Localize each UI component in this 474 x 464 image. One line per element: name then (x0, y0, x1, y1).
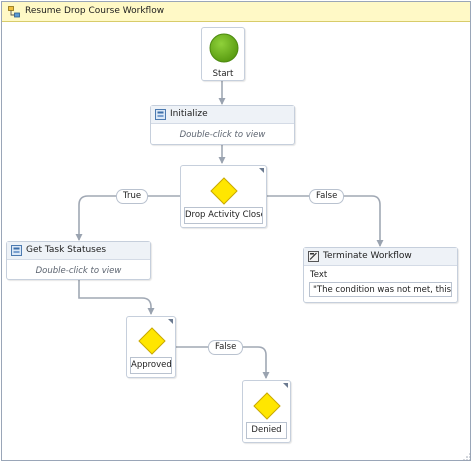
terminate-title: Terminate Workflow (323, 251, 412, 261)
start-circle-icon (209, 33, 239, 63)
expand-corner-icon (168, 319, 173, 324)
terminate-workflow-activity[interactable]: Terminate Workflow Text "The condition w… (303, 247, 458, 303)
decision-diamond-icon (253, 392, 281, 420)
workflow-title-bar[interactable]: Resume Drop Course Workflow (2, 2, 470, 22)
initialize-title: Initialize (170, 109, 208, 119)
initialize-header: Initialize (151, 106, 294, 124)
true-branch-label: True (116, 189, 149, 204)
decision-drop-label: Drop Activity Closed (184, 207, 263, 224)
start-node[interactable]: Start (201, 27, 245, 81)
activity-icon (11, 245, 22, 256)
start-label: Start (212, 69, 234, 79)
connector-gettask-approved (78, 280, 155, 315)
decision-diamond-icon (138, 327, 166, 355)
false-branch-label: False (309, 189, 345, 204)
connector-approved-false (176, 346, 270, 379)
decision-denied[interactable]: Denied (242, 380, 291, 443)
expand-corner-icon (283, 383, 288, 388)
approved-false-label: False (208, 340, 244, 355)
terminate-header: Terminate Workflow (304, 248, 457, 266)
resize-grip-icon[interactable] (463, 453, 471, 461)
decision-approved[interactable]: Approved (126, 316, 176, 378)
initialize-hint: Double-click to view (179, 130, 266, 140)
get-task-statuses-activity[interactable]: Get Task Statuses Double-click to view (6, 241, 151, 280)
decision-denied-label: Denied (246, 422, 287, 439)
workflow-icon (8, 6, 20, 18)
get-task-header: Get Task Statuses (7, 242, 150, 260)
workflow-title: Resume Drop Course Workflow (25, 6, 165, 16)
get-task-hint: Double-click to view (35, 266, 122, 276)
terminate-text-field[interactable]: "The condition was not met, this is n (309, 282, 452, 297)
terminate-icon (308, 251, 319, 262)
connector-false-branch (266, 195, 384, 247)
decision-approved-label: Approved (130, 357, 172, 374)
decision-drop-activity-closed[interactable]: Drop Activity Closed (180, 165, 267, 228)
activity-icon (155, 109, 166, 120)
terminate-text-label: Text (310, 270, 328, 280)
expand-corner-icon (259, 168, 264, 173)
get-task-title: Get Task Statuses (26, 245, 107, 255)
decision-diamond-icon (210, 177, 238, 205)
initialize-activity[interactable]: Initialize Double-click to view (150, 105, 295, 145)
connector-true-branch (75, 195, 180, 241)
